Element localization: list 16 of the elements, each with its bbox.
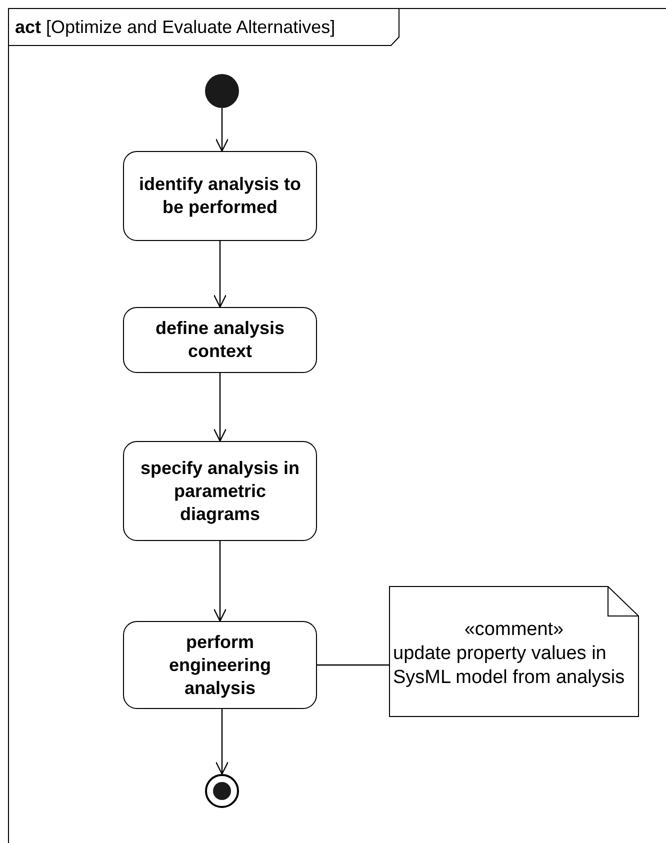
frame-heading: act [Optimize and Evaluate Alternatives] bbox=[15, 16, 336, 38]
initial-node bbox=[205, 74, 239, 108]
arrow bbox=[215, 709, 229, 775]
action-box: perform engineering analysis bbox=[123, 621, 317, 709]
stereotype-label: «comment» bbox=[463, 618, 565, 642]
final-node bbox=[205, 774, 239, 808]
action-box: identify analysis to be performed bbox=[123, 151, 317, 241]
action-box: define analysis context bbox=[123, 307, 317, 373]
arrow bbox=[213, 241, 227, 308]
activity-frame bbox=[8, 8, 666, 843]
arrow bbox=[213, 541, 227, 622]
arrow bbox=[215, 108, 229, 152]
connector-line bbox=[317, 664, 389, 666]
comment-text: update property values in SysML model from analysis bbox=[393, 642, 626, 690]
arrow bbox=[213, 373, 227, 442]
action-box: specify analysis in parametric diagrams bbox=[123, 441, 317, 541]
